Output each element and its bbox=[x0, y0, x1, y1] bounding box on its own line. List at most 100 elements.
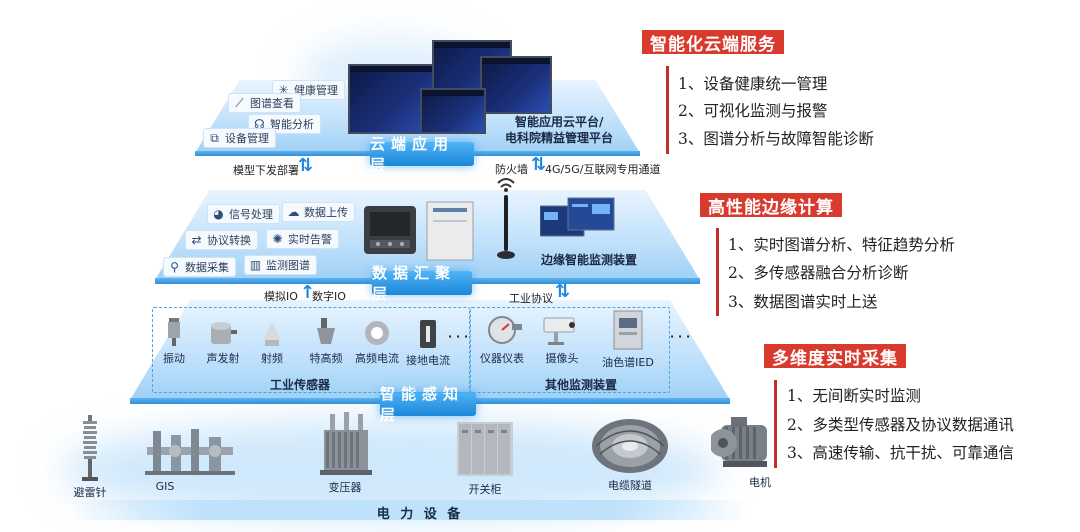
up-arrow-icon: ↑ bbox=[300, 282, 316, 303]
brain-icon: ☊ bbox=[254, 116, 265, 131]
panel-cloud-title: 智能化云端服务 bbox=[642, 30, 784, 55]
sensor-label: 特高频 bbox=[309, 352, 343, 365]
device-label: 开关柜 bbox=[468, 483, 502, 496]
device-oil-ied: 油色谱IED bbox=[598, 310, 658, 370]
power-equipment-label: 电 力 设 备 bbox=[376, 507, 464, 522]
device-gis: GIS bbox=[145, 425, 235, 493]
chip-label: 设备管理 bbox=[225, 132, 269, 145]
other-group-label: 其他监测装置 bbox=[545, 378, 618, 392]
sensor-hf-current: 高频电流 bbox=[354, 320, 400, 366]
line-chart-icon: ⟋ bbox=[235, 95, 244, 110]
motor-icon bbox=[711, 417, 767, 467]
chart-icon: ▥ bbox=[249, 257, 262, 272]
edge-device-label: 边缘智能监测装置 bbox=[541, 253, 638, 267]
edge-monitor-screens-icon bbox=[540, 197, 615, 237]
sensor-ground-current: 接地电流 bbox=[405, 320, 451, 368]
alarm-icon: ✺ bbox=[272, 231, 283, 246]
link-industrial-protocol: 工业协议 bbox=[509, 292, 553, 305]
link-channel: 4G/5G/互联网专用通道 bbox=[545, 163, 661, 176]
sensor-label: 摄像头 bbox=[545, 352, 579, 365]
power-equipment-base bbox=[70, 500, 750, 520]
chip-realtime-alarm: ✺ 实时告警 bbox=[266, 229, 339, 249]
chip-label: 监测图谱 bbox=[266, 259, 310, 272]
device-label: 电机 bbox=[749, 476, 771, 489]
chip-label: 协议转换 bbox=[207, 234, 251, 247]
vibration-sensor-icon bbox=[168, 318, 180, 346]
industrial-group-label: 工业传感器 bbox=[270, 378, 331, 392]
panel-cloud-item: 2、可视化监测与报警 bbox=[678, 102, 828, 120]
up-down-arrow-icon: ⇅ bbox=[298, 155, 314, 176]
panel-sense-item: 3、高速传输、抗干扰、可靠通信 bbox=[787, 444, 1014, 462]
cloud-screen-main bbox=[348, 64, 434, 134]
chip-label: 图谱查看 bbox=[250, 97, 294, 110]
camera-icon bbox=[543, 317, 575, 345]
cloud-upload-icon: ☁ bbox=[287, 204, 300, 219]
panel-cloud-item: 3、图谱分析与故障智能诊断 bbox=[678, 130, 874, 148]
cloud-screen-mid bbox=[420, 88, 486, 134]
chip-label: 数据采集 bbox=[185, 261, 229, 274]
chip-data-collection: ⚲ 数据采集 bbox=[163, 257, 236, 277]
device-label: 避雷针 bbox=[73, 486, 107, 499]
panel-sense-bar bbox=[774, 380, 777, 468]
chip-signal-processing: ◕信号处理 bbox=[207, 204, 280, 224]
panel-cloud-bar bbox=[666, 66, 669, 154]
panel-edge-item: 1、实时图谱分析、特征趋势分析 bbox=[728, 236, 955, 254]
sensor-label: 射频 bbox=[261, 352, 283, 365]
chip-device-management: ⧉ 设备管理 bbox=[203, 128, 276, 148]
industrial-ellipsis: · · · bbox=[448, 330, 469, 343]
switchgear-icon bbox=[457, 422, 513, 476]
oil-ied-icon bbox=[613, 310, 643, 350]
sensor-vibration: 振动 bbox=[160, 318, 188, 366]
edge-cabinet-icon bbox=[426, 201, 474, 261]
link-model-deploy: 模型下发部署 bbox=[233, 164, 299, 177]
device-switchgear: 开关柜 bbox=[455, 422, 515, 497]
acoustic-sensor-icon bbox=[211, 322, 237, 344]
sensor-label: 振动 bbox=[163, 352, 185, 365]
chip-monitoring-spectrum: ▥ 监测图谱 bbox=[244, 255, 317, 275]
sensor-label: 接地电流 bbox=[406, 354, 450, 367]
chip-spectrum-view: ⟋ 图谱查看 bbox=[228, 93, 301, 113]
hf-current-sensor-icon bbox=[365, 321, 389, 345]
sensor-label: 油色谱IED bbox=[602, 356, 654, 369]
other-devices-group bbox=[470, 307, 670, 393]
device-label: GIS bbox=[155, 480, 175, 493]
cloud-layer-label: 云端应用层 bbox=[370, 135, 474, 174]
device-label: 电缆隧道 bbox=[608, 479, 652, 492]
panel-edge-item: 2、多传感器融合分析诊断 bbox=[728, 264, 909, 282]
ground-current-sensor-icon bbox=[420, 320, 436, 348]
cable-tunnel-icon bbox=[592, 419, 668, 473]
chip-label: 健康管理 bbox=[294, 84, 338, 97]
signal-icon: ◕ bbox=[213, 206, 224, 221]
panel-edge-title: 高性能边缘计算 bbox=[700, 193, 842, 218]
data-layer-label: 数据汇聚层 bbox=[372, 264, 472, 303]
link-firewall: 防火墙 bbox=[495, 163, 528, 176]
chip-protocol-conversion: ⇄ 协议转换 bbox=[185, 230, 258, 250]
rf-sensor-icon bbox=[263, 322, 281, 346]
lightning-arrester-icon bbox=[82, 415, 98, 481]
chip-label: 实时告警 bbox=[288, 233, 332, 246]
other-ellipsis: · · · bbox=[670, 330, 691, 343]
chip-label: 数据上传 bbox=[304, 206, 348, 219]
chip-label: 智能分析 bbox=[270, 118, 314, 131]
sensor-rf: 射频 bbox=[258, 322, 286, 366]
up-down-arrow-icon: ⇅ bbox=[555, 281, 571, 302]
panel-sense-title: 多维度实时采集 bbox=[764, 344, 906, 369]
instrument-icon bbox=[488, 316, 522, 344]
rugged-case-icon bbox=[364, 206, 416, 254]
gis-icon bbox=[145, 429, 235, 475]
health-icon: ✳ bbox=[278, 82, 289, 97]
device-lightning-arrester: 避雷针 bbox=[70, 415, 110, 500]
exchange-icon: ⇄ bbox=[191, 232, 202, 247]
device-camera: 摄像头 bbox=[538, 316, 586, 366]
uhf-sensor-icon bbox=[317, 318, 335, 344]
panel-cloud-item: 1、设备健康统一管理 bbox=[678, 75, 828, 93]
up-down-arrow-icon: ⇅ bbox=[531, 154, 547, 175]
device-transformer: 变压器 bbox=[310, 412, 380, 495]
cloud-screen-right bbox=[480, 56, 552, 114]
industrial-sensors-group bbox=[152, 307, 470, 393]
collection-icon: ⚲ bbox=[170, 259, 179, 274]
panel-edge-item: 3、数据图谱实时上送 bbox=[728, 293, 878, 311]
sense-layer-label: 智能感知层 bbox=[380, 385, 476, 424]
hierarchy-icon: ⧉ bbox=[210, 130, 219, 145]
cloud-platform-title-1: 智能应用云平台/ bbox=[515, 115, 604, 129]
